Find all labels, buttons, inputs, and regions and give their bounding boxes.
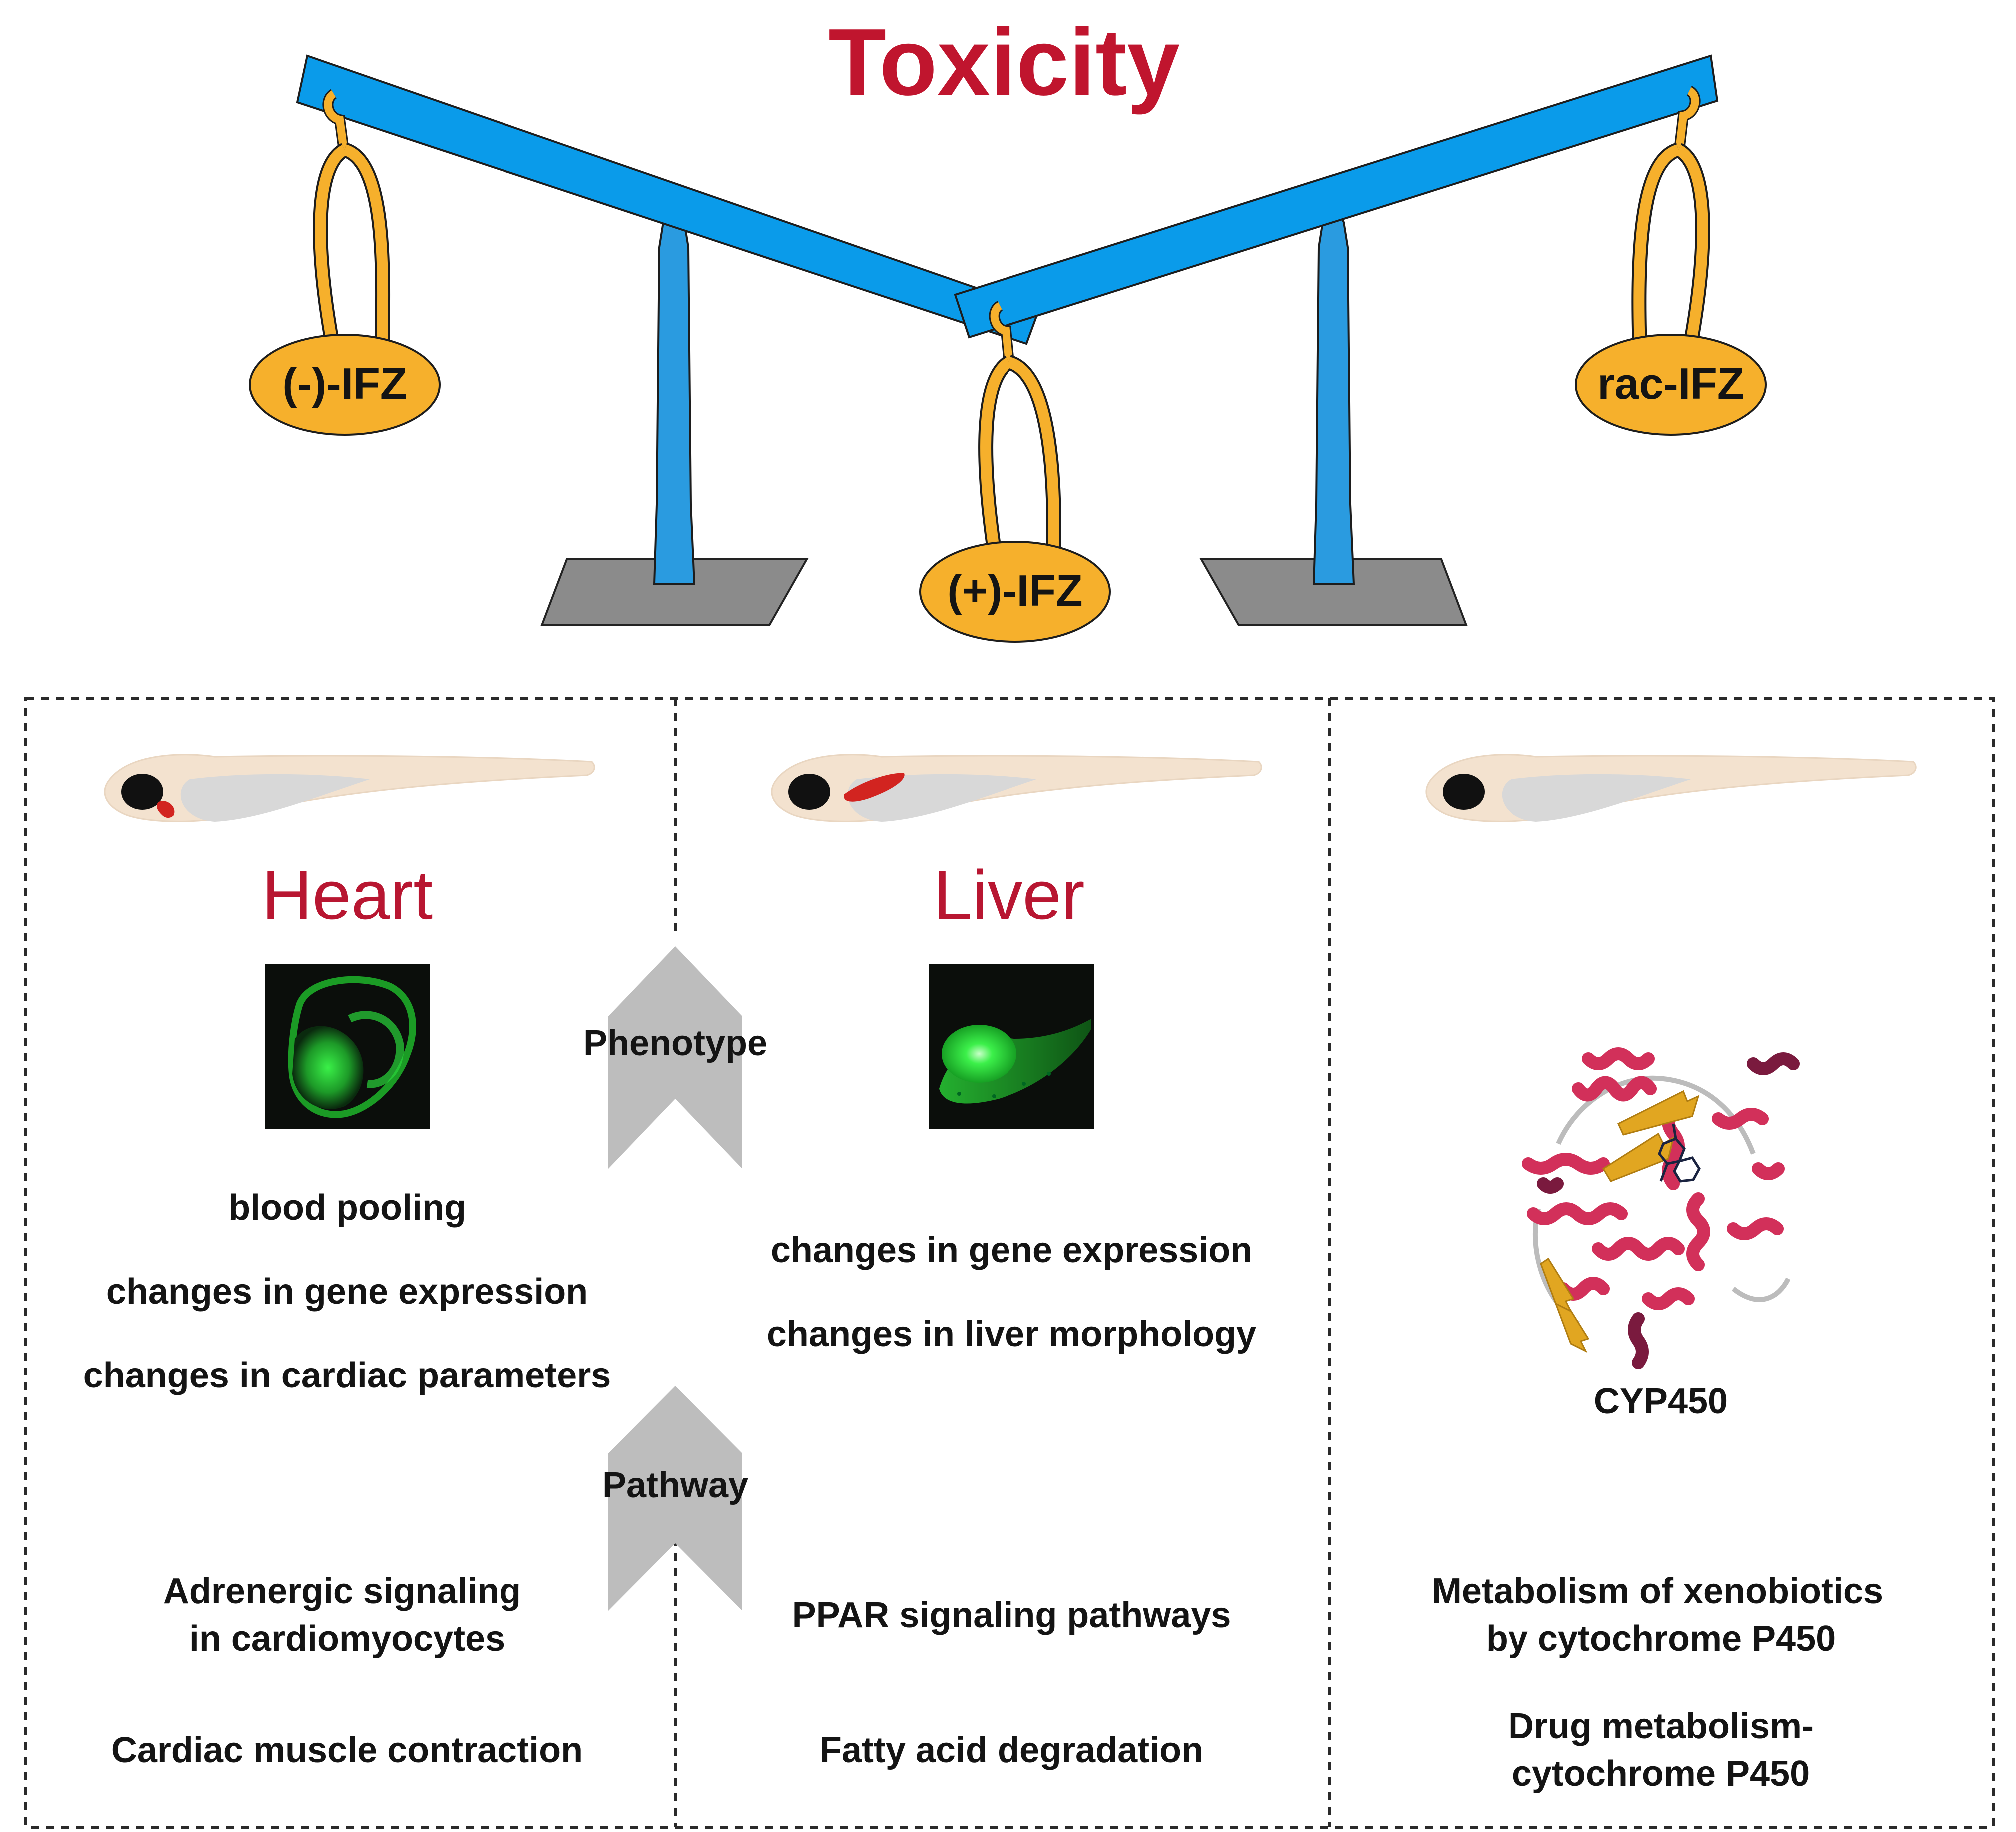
heart-phenotype-item: changes in cardiac parameters bbox=[83, 1356, 611, 1395]
balance-scale: (-)-IFZ (+)-IFZ rac-IFZ bbox=[249, 54, 1767, 643]
fluorescent-heart-image bbox=[265, 964, 430, 1129]
fish-cyp-icon bbox=[1425, 754, 1917, 822]
cyp-pathway-line: Metabolism of xenobiotics bbox=[1432, 1571, 1883, 1611]
liver-phenotype-item: changes in gene expression bbox=[771, 1230, 1252, 1270]
weight-minus-ifz: (-)-IFZ bbox=[249, 334, 441, 436]
fluorescent-liver-image bbox=[929, 964, 1094, 1129]
liver-pathway-line: Fatty acid degradation bbox=[820, 1730, 1203, 1770]
weight-rac-ifz: rac-IFZ bbox=[1575, 334, 1767, 436]
cyp-pathway-list: Metabolism of xenobiotics by cytochrome … bbox=[1432, 1571, 1883, 1794]
left-beam bbox=[296, 54, 1040, 345]
weight-rac-label: rac-IFZ bbox=[1597, 359, 1744, 408]
weight-plus-ifz: (+)-IFZ bbox=[919, 541, 1111, 643]
heart-pathway-line: Adrenergic signaling bbox=[163, 1571, 521, 1611]
panel-frame bbox=[24, 697, 1995, 1829]
right-stand-base bbox=[1199, 558, 1468, 626]
left-stand-base bbox=[540, 558, 809, 626]
heart-phenotype-item: changes in gene expression bbox=[106, 1272, 588, 1312]
pathway-label: Pathway bbox=[602, 1465, 748, 1505]
right-stand bbox=[1312, 206, 1355, 585]
liver-pathway-line: PPAR signaling pathways bbox=[792, 1595, 1231, 1635]
heart-pathway-line: in cardiomyocytes bbox=[189, 1619, 505, 1659]
left-stand bbox=[653, 206, 696, 585]
heart-title: Heart bbox=[262, 856, 433, 934]
heart-phenotype-item: blood pooling bbox=[228, 1188, 466, 1228]
cyp-pathway-line: Drug metabolism- bbox=[1508, 1706, 1814, 1746]
cyp-pathway-line: by cytochrome P450 bbox=[1486, 1619, 1836, 1659]
phenotype-arrow bbox=[608, 946, 742, 1169]
cyp-label: CYP450 bbox=[1594, 1381, 1728, 1421]
liver-phenotype-item: changes in liver morphology bbox=[767, 1314, 1256, 1354]
fish-heart-icon bbox=[104, 754, 595, 822]
liver-title: Liver bbox=[933, 856, 1084, 934]
right-beam bbox=[954, 54, 1719, 339]
main-title: Toxicity bbox=[828, 9, 1180, 115]
heart-phenotype-list: blood pooling changes in gene expression… bbox=[83, 1188, 611, 1395]
heart-pathway-line: Cardiac muscle contraction bbox=[111, 1730, 583, 1770]
weight-minus-label: (-)-IFZ bbox=[282, 359, 407, 408]
liver-phenotype-list: changes in gene expression changes in li… bbox=[767, 1230, 1256, 1354]
heart-pathway-list: Adrenergic signaling in cardiomyocytes C… bbox=[111, 1571, 583, 1770]
liver-pathway-list: PPAR signaling pathways Fatty acid degra… bbox=[792, 1595, 1231, 1770]
cyp-pathway-line: cytochrome P450 bbox=[1512, 1754, 1810, 1794]
left-hanger bbox=[313, 89, 391, 407]
fish-liver-icon bbox=[771, 754, 1262, 822]
pathway-arrow bbox=[608, 1386, 742, 1611]
phenotype-label: Phenotype bbox=[583, 1023, 767, 1063]
weight-plus-label: (+)-IFZ bbox=[947, 566, 1082, 615]
protein-structure-icon bbox=[1513, 1047, 1803, 1369]
